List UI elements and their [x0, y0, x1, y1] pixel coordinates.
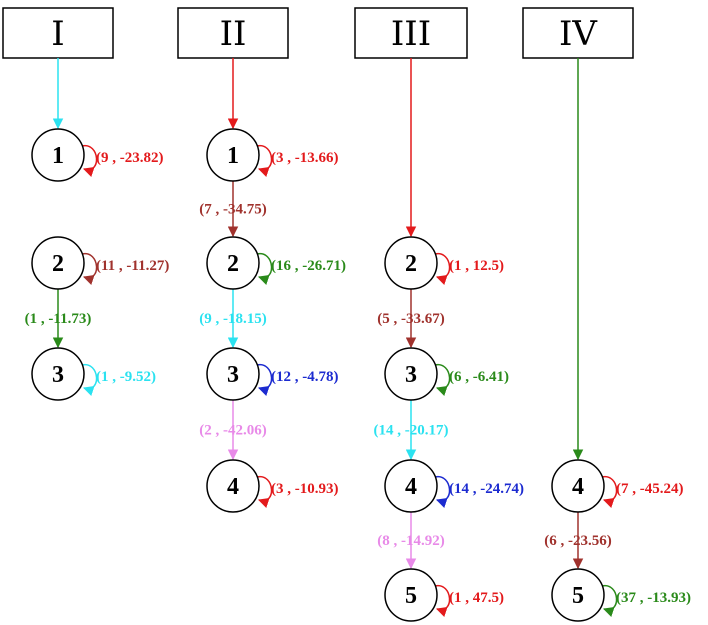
self-loop-label: (1 , 47.5)	[449, 590, 504, 606]
state-circle	[551, 568, 605, 622]
self-loop-arrow	[81, 364, 98, 396]
self-loop-arrow	[601, 476, 618, 508]
group-1: I (1 , -11.73) 1 (9 , -23.82) 2 (11 , -11.27)…	[2, 7, 169, 401]
edge-label: (6 , -23.56)	[544, 533, 612, 549]
state-node: 3 (1 , -9.52)	[31, 347, 156, 401]
state-label: 2	[52, 251, 64, 277]
group-3: III (5 , -33.67) (14 , -20.17) (8 , -14.92)…	[354, 7, 524, 622]
state-label: 5	[572, 583, 584, 609]
state-label: 4	[572, 474, 584, 500]
state-label: 1	[52, 143, 64, 169]
self-loop-arrow	[434, 253, 451, 285]
edge-label: (14 , -20.17)	[374, 423, 449, 439]
state-circle	[31, 128, 85, 182]
self-loop-label: (14 , -24.74)	[449, 481, 524, 497]
state-circle	[206, 128, 260, 182]
state-circle	[384, 236, 438, 290]
state-circle	[206, 347, 260, 401]
self-loop-arrow	[256, 145, 273, 177]
state-node: 1 (9 , -23.82)	[31, 128, 164, 182]
self-loop-label: (6 , -6.41)	[449, 369, 509, 385]
state-node: 4 (14 , -24.74)	[384, 459, 524, 513]
self-loop-label: (1 , -9.52)	[96, 369, 156, 385]
group-2: II (7 , -34.75) (9 , -18.15) (2 , -42.06) 1 (…	[177, 7, 346, 513]
self-loop-label: (9 , -23.82)	[96, 150, 164, 166]
group-header-box	[522, 7, 634, 59]
state-label: 3	[227, 362, 239, 388]
state-node: 2 (11 , -11.27)	[31, 236, 169, 290]
edge-label: (7 , -34.75)	[199, 202, 267, 218]
self-loop-label: (11 , -11.27)	[96, 258, 169, 274]
state-label: 3	[405, 362, 417, 388]
state-label: 4	[227, 474, 239, 500]
group-header-label: IV	[559, 14, 598, 54]
state-circle	[384, 459, 438, 513]
self-loop-label: (1 , 12.5)	[449, 258, 504, 274]
group-header-label: III	[391, 14, 431, 54]
state-node: 5 (37 , -13.93)	[551, 568, 691, 622]
state-node: 3 (12 , -4.78)	[206, 347, 339, 401]
state-label: 3	[52, 362, 64, 388]
group-header-label: I	[51, 14, 64, 54]
state-node: 2 (16 , -26.71)	[206, 236, 346, 290]
state-label: 4	[405, 474, 417, 500]
state-circle	[31, 347, 85, 401]
self-loop-label: (12 , -4.78)	[271, 369, 339, 385]
self-loop-label: (7 , -45.24)	[616, 481, 684, 497]
state-circle	[384, 568, 438, 622]
state-circle	[551, 459, 605, 513]
edge-label: (8 , -14.92)	[377, 533, 445, 549]
self-loop-label: (3 , -13.66)	[271, 150, 339, 166]
self-loop-arrow	[256, 253, 273, 285]
self-loop-label: (16 , -26.71)	[271, 258, 346, 274]
state-node: 3 (6 , -6.41)	[384, 347, 509, 401]
self-loop-arrow	[81, 145, 98, 177]
group-header-label: II	[220, 14, 247, 54]
state-node: 2 (1 , 12.5)	[384, 236, 504, 290]
self-loop-arrow	[81, 253, 98, 285]
state-circle	[206, 459, 260, 513]
edge-label: (5 , -33.67)	[377, 311, 445, 327]
self-loop-arrow	[434, 476, 451, 508]
state-label: 2	[405, 251, 417, 277]
state-label: 1	[227, 143, 239, 169]
state-circle	[31, 236, 85, 290]
self-loop-arrow	[434, 364, 451, 396]
state-node: 1 (3 , -13.66)	[206, 128, 339, 182]
state-label: 2	[227, 251, 239, 277]
self-loop-arrow	[256, 476, 273, 508]
self-loop-arrow	[601, 585, 618, 617]
state-node: 4 (7 , -45.24)	[551, 459, 684, 513]
state-node: 5 (1 , 47.5)	[384, 568, 504, 622]
edge-label: (1 , -11.73)	[25, 311, 92, 327]
group-header-box	[177, 7, 289, 59]
group-header-box	[2, 7, 114, 59]
state-node: 4 (3 , -10.93)	[206, 459, 339, 513]
self-loop-label: (3 , -10.93)	[271, 481, 339, 497]
state-circle	[384, 347, 438, 401]
self-loop-arrow	[434, 585, 451, 617]
self-loop-label: (37 , -13.93)	[616, 590, 691, 606]
group-4: IV (6 , -23.56) 4 (7 , -45.24) 5 (37 , -13.93…	[522, 7, 691, 622]
self-loop-arrow	[256, 364, 273, 396]
edge-label: (2 , -42.06)	[199, 423, 267, 439]
state-circle	[206, 236, 260, 290]
state-label: 5	[405, 583, 417, 609]
edge-label: (9 , -18.15)	[199, 311, 267, 327]
